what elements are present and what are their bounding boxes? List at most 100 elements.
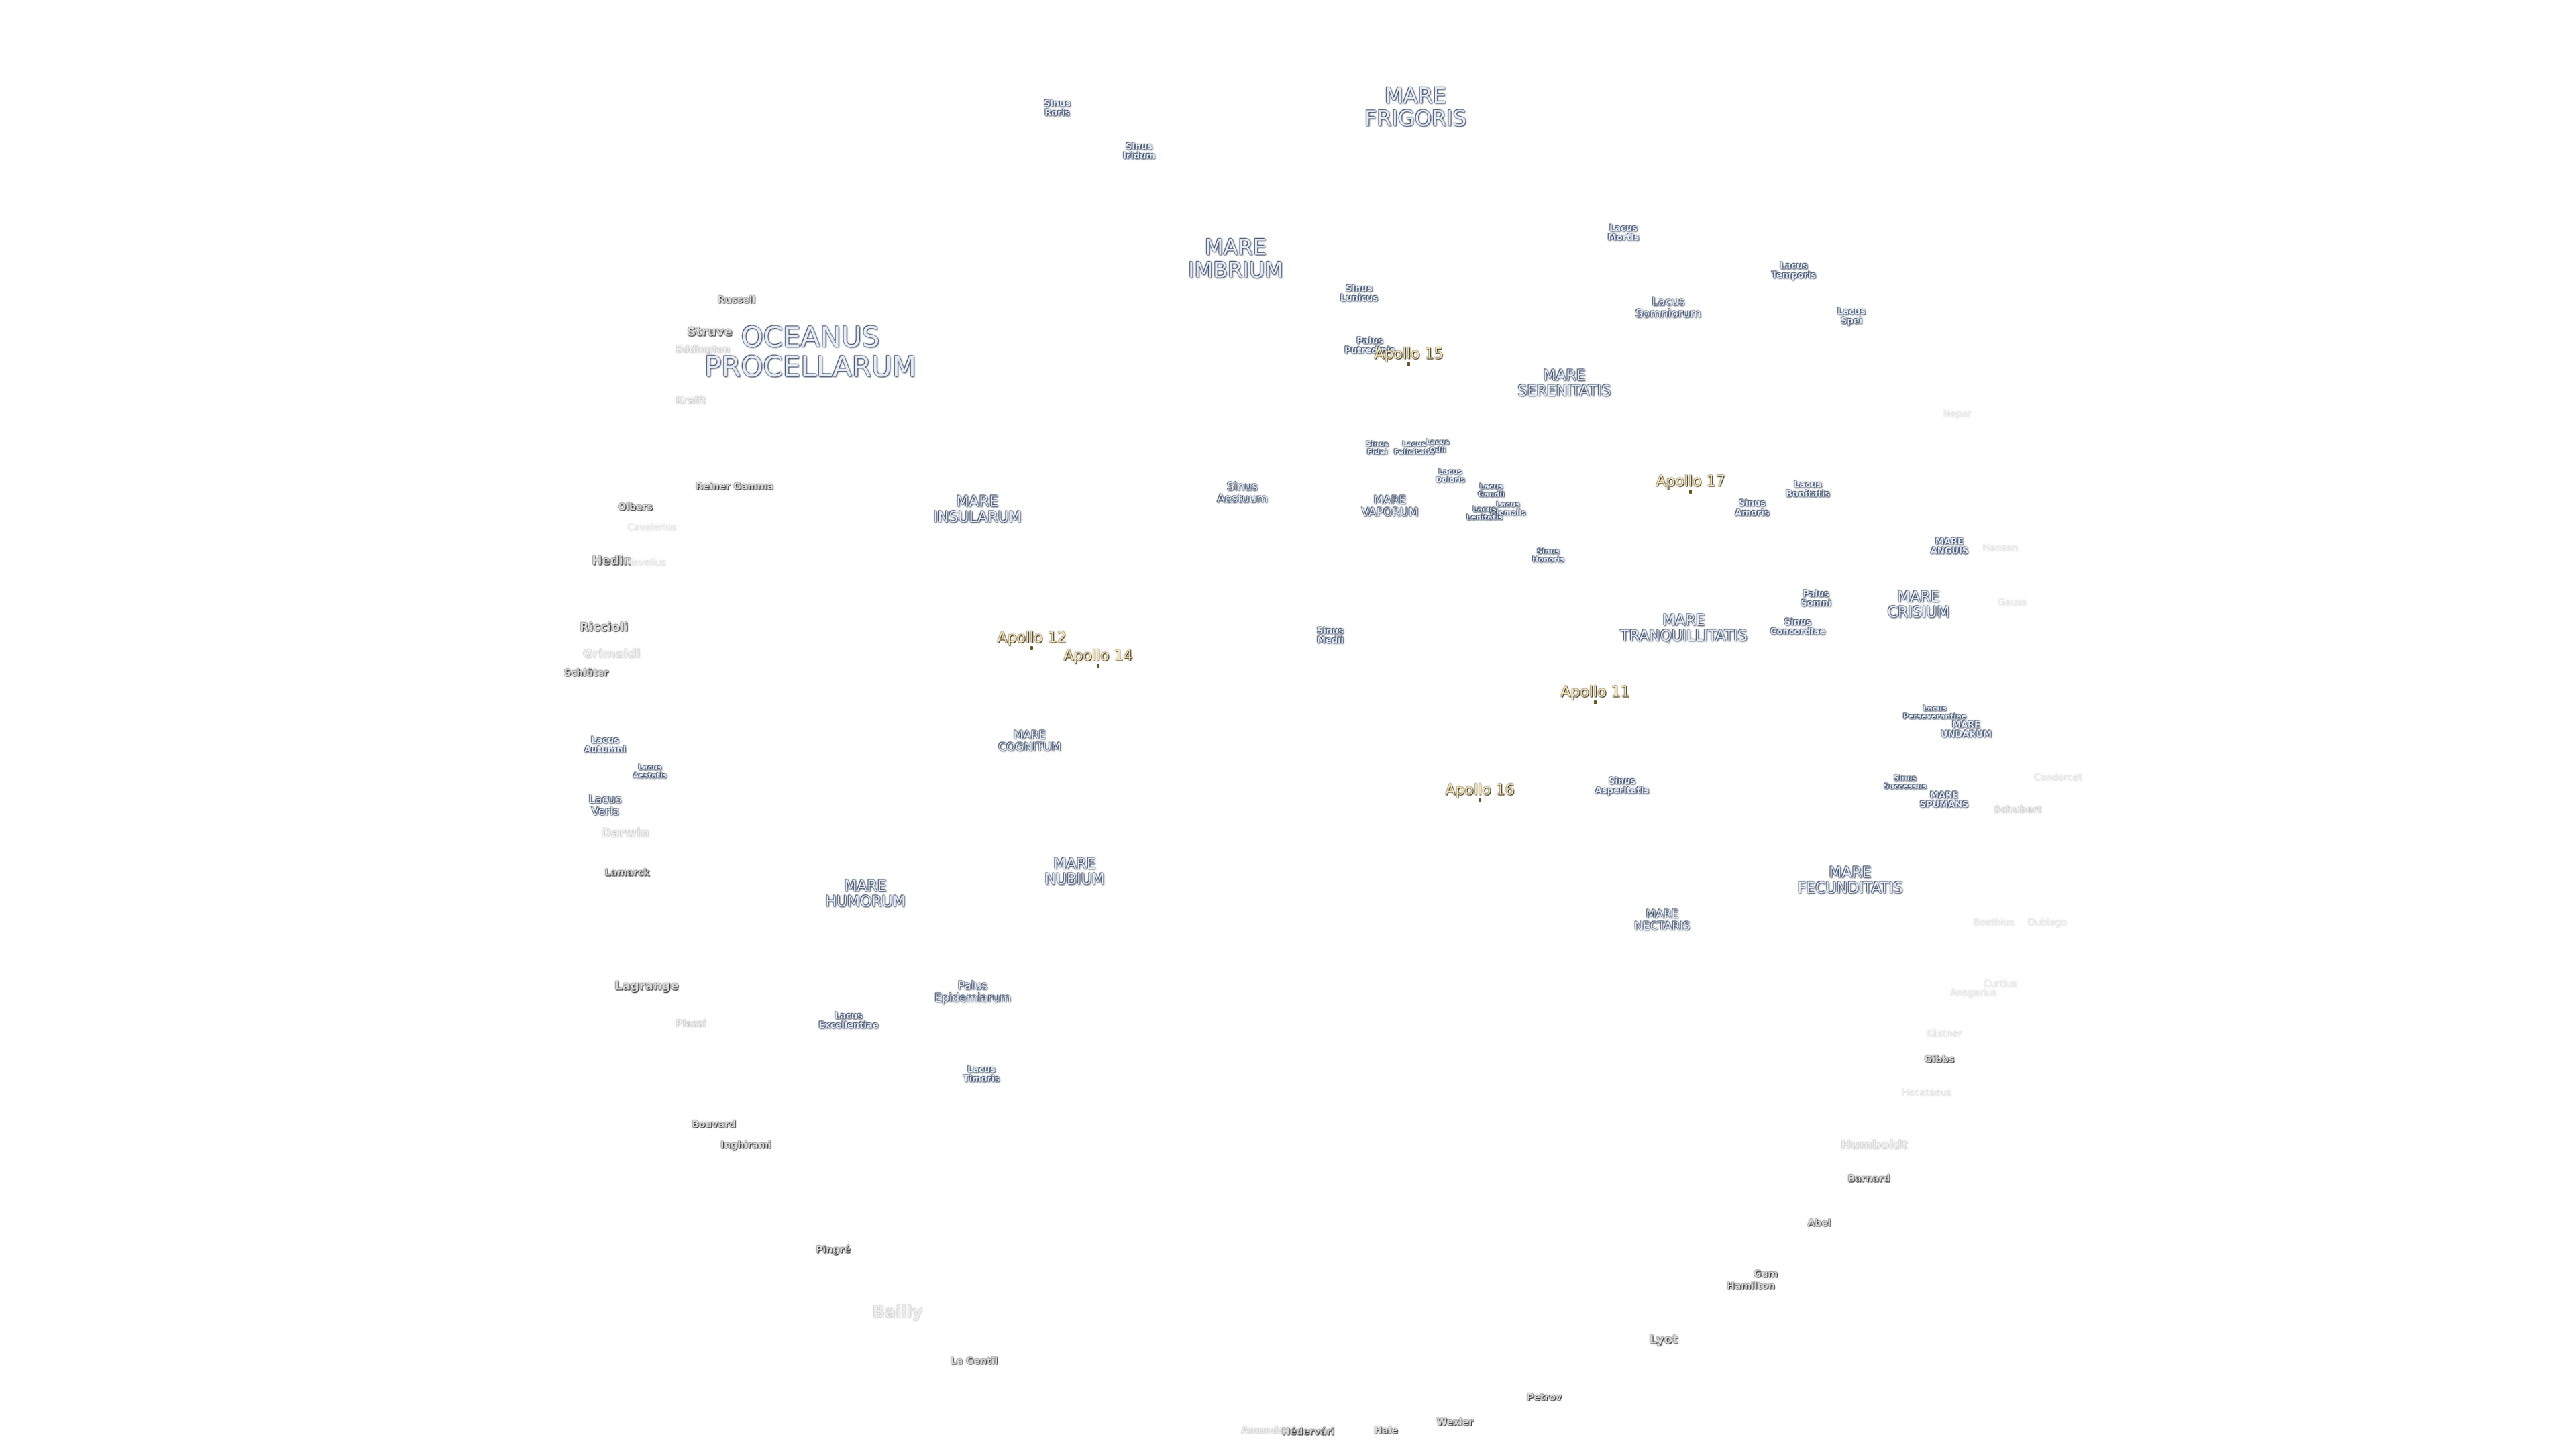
mare-label-line: Concordiae — [1770, 627, 1826, 637]
mare-label-line: MARE — [1897, 588, 1940, 606]
crater-label-hamilton: Hamilton — [1727, 1281, 1775, 1292]
crater-label-hedin: Hedin — [592, 553, 632, 568]
apollo-site-marker — [1594, 700, 1597, 704]
mare-label-line: FECUNDITATIS — [1797, 880, 1903, 897]
mare-label-line: NECTARIS — [1634, 920, 1690, 933]
mare-label-line: Felicitatis — [1393, 447, 1435, 456]
mare-label-line: Successus — [1884, 782, 1927, 790]
mare-label-line: Excellentiae — [818, 1020, 879, 1030]
apollo-label-apollo-16: Apollo 16 — [1445, 782, 1515, 799]
mare-label-line: MARE — [956, 493, 999, 511]
mare-label-line: Lenitatis — [1466, 513, 1503, 521]
mare-label-line: Palus — [1803, 589, 1829, 600]
mare-label-line: Lacus — [1794, 480, 1822, 490]
mare-label-line: Lacus — [1472, 504, 1497, 514]
apollo-label-apollo-14: Apollo 14 — [1063, 647, 1133, 665]
mare-label-line: MARE — [1053, 855, 1096, 873]
crater-label-petrov: Petrov — [1526, 1392, 1562, 1403]
mare-label-line: Gaudii — [1478, 490, 1505, 498]
mare-label-line: NUBIUM — [1044, 871, 1105, 888]
crater-label-le-gentil: Le Gentil — [950, 1356, 998, 1367]
apollo-label-apollo-12: Apollo 12 — [997, 629, 1067, 647]
mare-label-line: Doloris — [1436, 475, 1465, 484]
mare-label-line: Palus — [1356, 336, 1383, 347]
mare-label-line: Sinus — [1738, 498, 1766, 509]
mare-label-line: Roris — [1044, 108, 1070, 118]
mare-label-line: Perseverantiae — [1902, 712, 1967, 720]
mare-label-line: Temporis — [1771, 270, 1817, 280]
mare-label-line: IMBRIUM — [1188, 257, 1283, 282]
mare-label-line: Somni — [1801, 598, 1831, 608]
crater-label-struve: Struve — [687, 325, 733, 339]
mare-label-line: Odii — [1429, 445, 1446, 454]
mare-label-line: Lacus — [1496, 500, 1520, 509]
mare-label-line: Sinus — [1125, 142, 1153, 152]
mare-label-line: Asperitatis — [1595, 786, 1650, 796]
crater-label-inghirami: Inghirami — [720, 1140, 771, 1151]
mare-label-line: HUMORUM — [825, 894, 906, 910]
crater-label-neper: Neper — [1943, 409, 1972, 420]
crater-label-ansgarius: Ansgarius — [1950, 987, 1997, 999]
mare-label-line: Honoris — [1532, 555, 1564, 564]
mare-label-line: UNDARUM — [1941, 729, 1992, 739]
mare-label-line: Sinus — [1316, 626, 1344, 637]
crater-label-bouvard: Bouvard — [692, 1119, 736, 1130]
crater-label-hedervari: Hédervári — [1282, 1426, 1334, 1438]
mare-label-line: Timoris — [963, 1074, 1000, 1084]
mare-label-line: TRANQUILLITATIS — [1620, 628, 1748, 645]
mare-label-line: Iridum — [1123, 151, 1155, 161]
crater-label-gibbs: Gibbs — [1924, 1054, 1955, 1065]
mare-label-line: Lacus — [967, 1065, 996, 1075]
apollo-site-marker — [1689, 490, 1692, 494]
mare-label-line: Lacus — [638, 763, 662, 772]
mare-label-line: Lacus — [1426, 437, 1450, 447]
crater-label-lyot: Lyot — [1649, 1332, 1678, 1347]
mare-label-line: Lacus — [1479, 482, 1503, 491]
crater-label-curtius: Curtius — [1984, 979, 2017, 990]
crater-label-reiner-gamma: Reiner Gamma — [696, 481, 773, 492]
mare-label-line: INSULARUM — [933, 509, 1022, 526]
mare-label-line: Amoris — [1735, 508, 1770, 518]
mare-label-line: Aestuum — [1217, 492, 1268, 506]
mare-label-line: COGNITUM — [998, 741, 1061, 754]
mare-label-line: PROCELLARUM — [704, 350, 917, 383]
crater-label-eddington: Eddington — [676, 344, 731, 356]
mare-label-line: Mortis — [1607, 233, 1640, 243]
mare-label-line: Sinus — [1537, 547, 1560, 556]
mare-label-line: Sinus — [1345, 284, 1373, 294]
mare-label-line: Lacus — [591, 735, 619, 746]
mare-label-line: MARE — [1829, 864, 1872, 881]
crater-label-boethius: Boethius — [1973, 917, 2015, 928]
mare-label-line: Aestatis — [633, 771, 667, 780]
mare-label-line: Sinus — [1043, 99, 1071, 109]
mare-label-line: Medii — [1317, 635, 1344, 645]
crater-label-olbers: Olbers — [618, 502, 653, 513]
crater-label-pingre: Pingré — [816, 1244, 851, 1256]
